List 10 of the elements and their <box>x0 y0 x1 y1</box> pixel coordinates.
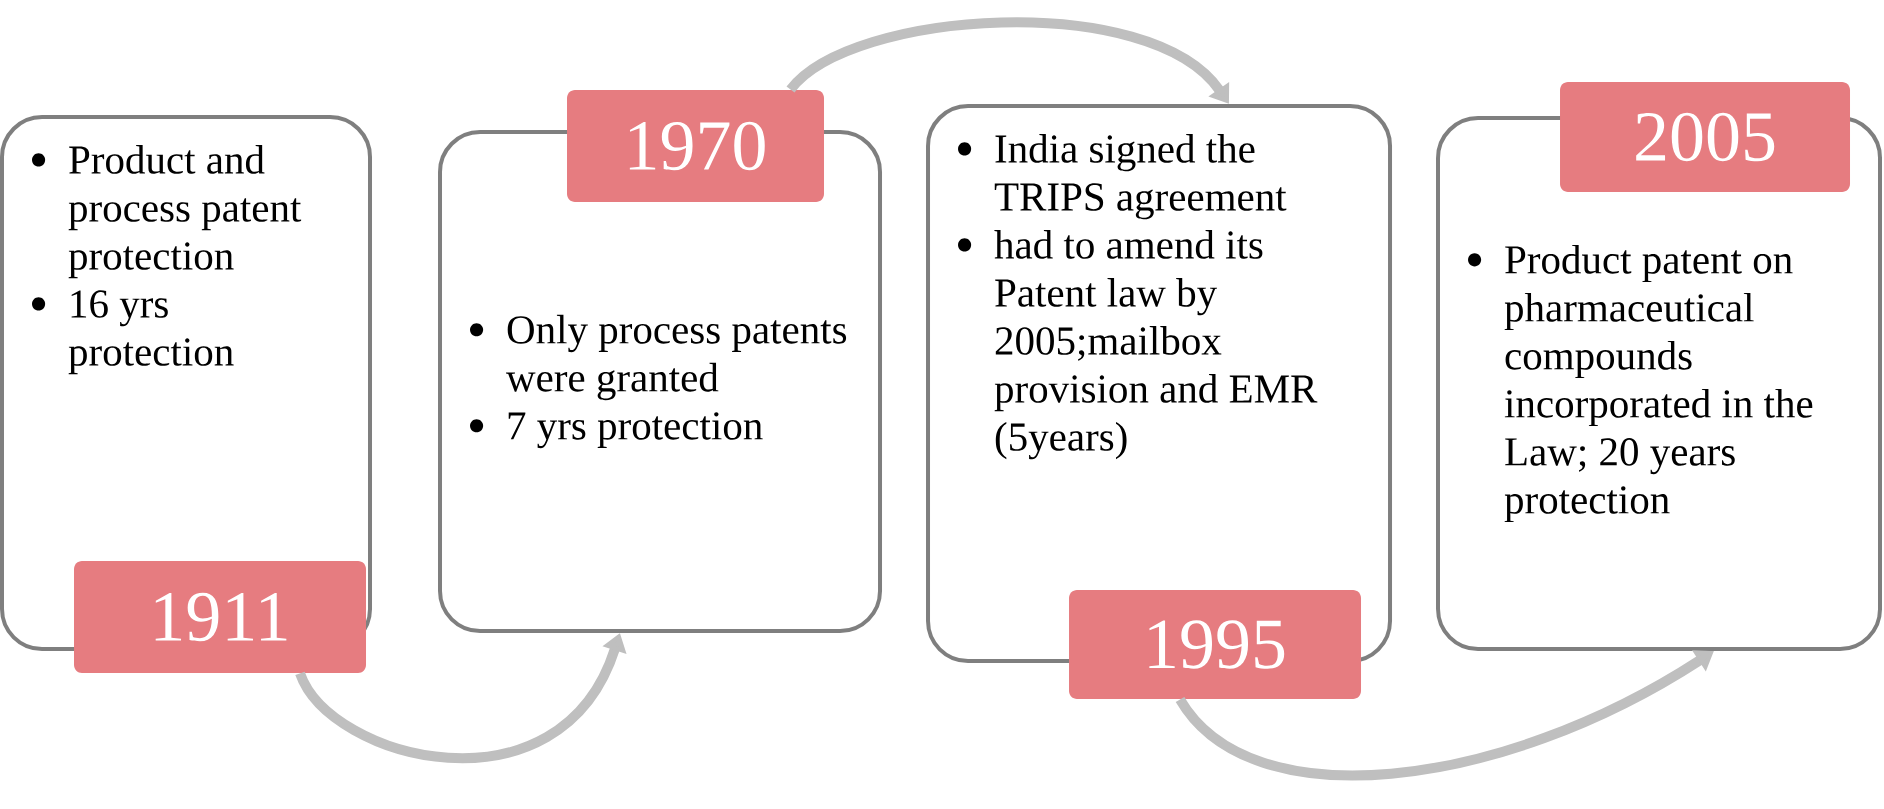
bullet-text: Product patent on pharmaceutical compounds incorporated in the Law; 20 years protection <box>1504 244 1813 523</box>
bullet-text: Only process patents were granted <box>506 314 847 401</box>
bullet-text: 7 yrs protection <box>508 412 763 449</box>
year-badge: 2005 <box>1560 82 1850 192</box>
bullet-text: Product and process patent protection <box>68 145 302 279</box>
year-badge: 1995 <box>1069 590 1361 699</box>
bullet-text: 16 yrs protection <box>68 290 234 375</box>
year-badge: 1911 <box>74 561 366 673</box>
bullet-text: had to amend its Patent law by 2005;mailbox provision and EMR (5years) <box>994 230 1318 460</box>
year-badge: 1970 <box>567 90 824 202</box>
